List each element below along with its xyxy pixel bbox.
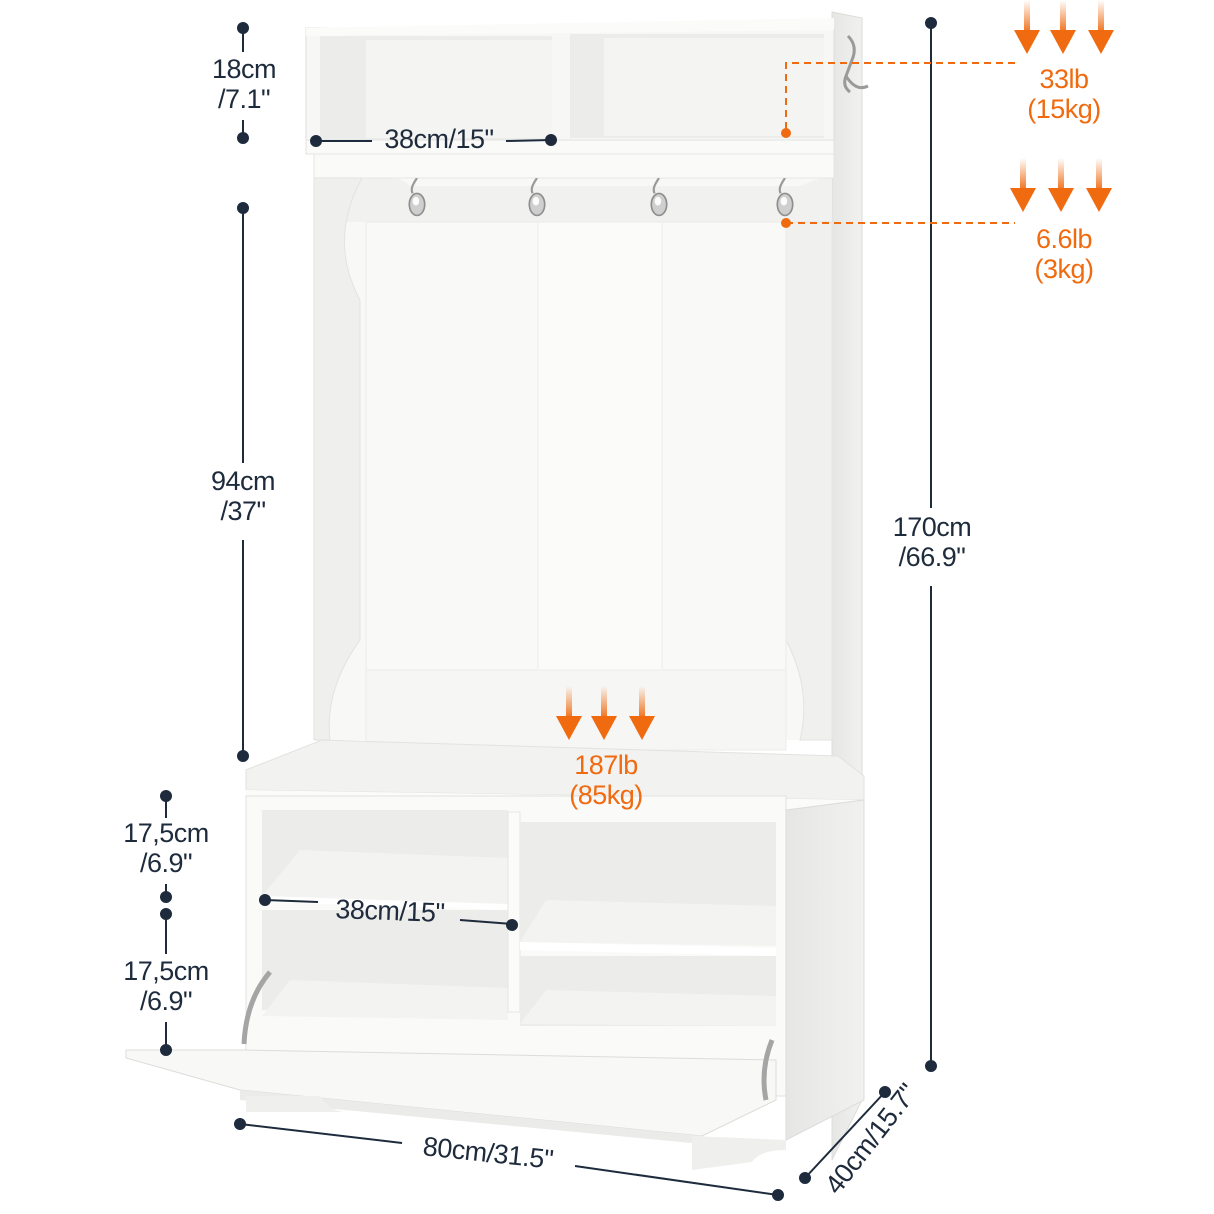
hinge-icon: [241, 970, 272, 1045]
top-shelf-load-kg: (15kg): [1027, 94, 1101, 124]
load-arrows-hooks: [1010, 158, 1112, 212]
top-shelf-height-label: 18cm /7.1": [192, 54, 296, 114]
top-shelf-load-label: 33lb (15kg): [1016, 64, 1112, 124]
back-panel-height-label: 94cm /37": [190, 466, 296, 526]
total-height-inch: /66.9": [898, 542, 966, 572]
load-arrows-top-shelf: [1014, 0, 1114, 54]
load-callout-lines: [781, 62, 1015, 228]
back-panel-height-cm: 94cm: [210, 466, 276, 496]
down-arrow-icon: [1088, 0, 1114, 54]
hook-load-label: 6.6lb (3kg): [1016, 224, 1112, 284]
down-arrow-icon: [1010, 158, 1036, 212]
side-double-hook-icon: [843, 34, 856, 94]
bench-upper-cubby-height-cm: 17,5cm: [123, 818, 209, 848]
total-height-label: 170cm /66.9": [876, 512, 988, 572]
top-shelf-height-inch: /7.1": [217, 84, 271, 114]
down-arrow-icon: [1050, 0, 1076, 54]
top-shelf-unit: [305, 18, 835, 155]
bench-cubby-width-label: 38cm/15": [334, 894, 446, 928]
dimension-lines: [160, 17, 937, 1201]
bench-load-kg: (85kg): [569, 780, 643, 810]
top-cubby-width-label: 38cm/15": [384, 124, 494, 154]
top-shelf-height-cm: 18cm: [211, 54, 277, 84]
bench-upper-cubby-height-inch: /6.9": [139, 848, 193, 878]
hook-load-kg: (3kg): [1034, 254, 1094, 284]
down-arrow-icon: [1014, 0, 1040, 54]
bench-lower-cubby-height-inch: /6.9": [139, 986, 193, 1016]
shoe-bench: [125, 739, 865, 1170]
down-arrow-icon: [1086, 158, 1112, 212]
bench-lower-cubby-height-label: 17,5cm /6.9": [100, 956, 232, 1016]
top-shelf-load-lb: 33lb: [1039, 64, 1089, 94]
bench-upper-cubby-height-label: 17,5cm /6.9": [100, 818, 232, 878]
hinge-icon: [761, 1039, 775, 1101]
bench-lower-cubby-height-cm: 17,5cm: [123, 956, 209, 986]
back-panel-height-inch: /37": [220, 496, 266, 526]
total-height-cm: 170cm: [892, 512, 972, 542]
back-frame: [313, 34, 869, 751]
hook-load-lb: 6.6lb: [1035, 224, 1093, 254]
down-arrow-icon: [1048, 158, 1074, 212]
bench-load-lb: 187lb: [574, 750, 638, 780]
load-arrows-bench: [556, 686, 655, 740]
bench-load-label: 187lb (85kg): [556, 750, 656, 810]
